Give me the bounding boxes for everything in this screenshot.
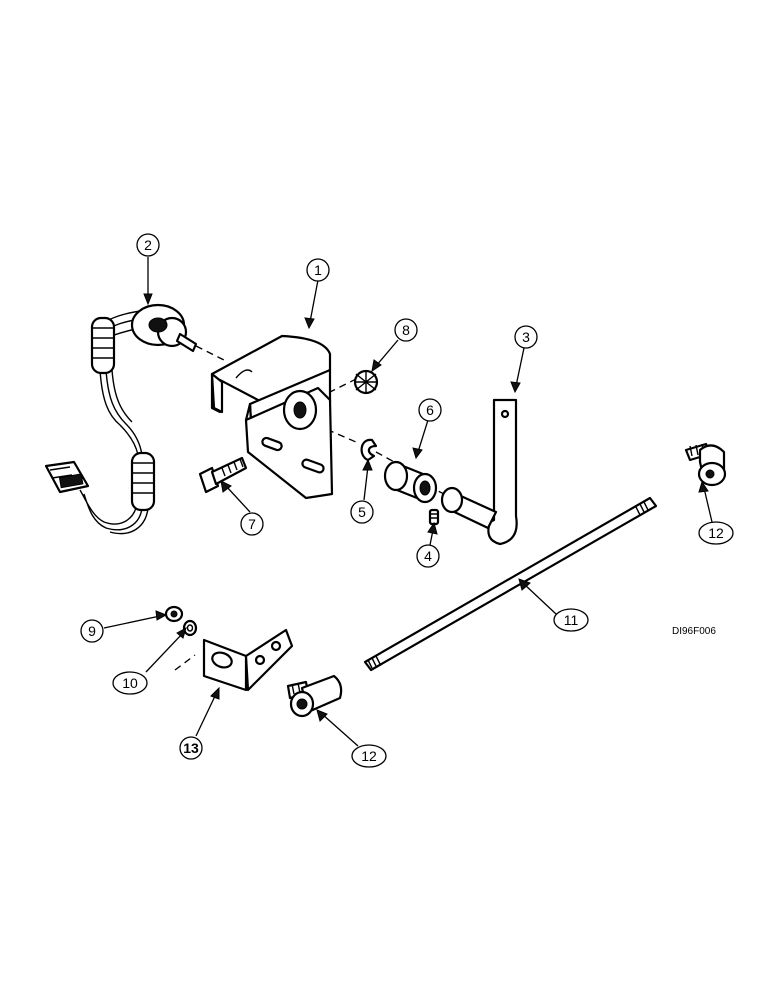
callout-10: 10 [112, 671, 148, 695]
callout-12-upper-label: 12 [708, 525, 724, 541]
callout-5: 5 [350, 500, 374, 524]
lever-part-3 [440, 398, 518, 546]
callout-6-label: 6 [426, 402, 434, 418]
callout-5-label: 5 [358, 504, 366, 520]
callout-4-label: 4 [424, 548, 432, 564]
bushing-part-6 [383, 460, 438, 504]
connector-plug [44, 460, 90, 494]
callout-13-label: 13 [183, 740, 199, 756]
callout-8: 8 [394, 318, 418, 342]
callout-3-label: 3 [522, 329, 530, 345]
callout-7-label: 7 [248, 516, 256, 532]
callout-2: 2 [136, 233, 160, 257]
angle-bracket-part-13 [202, 628, 294, 692]
nut-part-8 [353, 369, 379, 395]
callout-9-label: 9 [88, 623, 96, 639]
callout-7: 7 [240, 512, 264, 536]
e-clip-part-5 [360, 438, 378, 462]
washer-part-10 [182, 619, 198, 637]
callout-1: 1 [306, 258, 330, 282]
callout-2-label: 2 [144, 237, 152, 253]
set-screw-part-4 [428, 508, 440, 526]
nut-part-9 [164, 605, 184, 623]
wire-sleeve-upper [90, 316, 116, 375]
rod-end-part-12-lower [286, 674, 343, 718]
callout-8-label: 8 [402, 322, 410, 338]
callout-11: 11 [553, 608, 589, 632]
callout-3: 3 [514, 325, 538, 349]
callout-6: 6 [418, 398, 442, 422]
bolt-part-7 [198, 456, 248, 494]
callout-11-label: 11 [564, 612, 579, 628]
callout-13: 13 [179, 736, 203, 760]
callout-10-label: 10 [122, 675, 138, 691]
rod-part-11 [363, 496, 658, 672]
callout-4: 4 [416, 544, 440, 568]
callout-1-label: 1 [314, 262, 322, 278]
callout-12-lower: 12 [351, 744, 387, 768]
switch-assembly-part-2 [44, 303, 198, 535]
wire-sleeve-lower [130, 451, 156, 512]
switch-body [130, 303, 198, 353]
figure-code: DI96F006 [672, 626, 716, 637]
callout-12-upper: 12 [698, 521, 734, 545]
callout-12-lower-label: 12 [361, 748, 377, 764]
rod-end-part-12-upper [684, 442, 727, 487]
bracket-part-1 [210, 334, 334, 500]
leader-lines [103, 257, 713, 747]
callout-9: 9 [80, 619, 104, 643]
